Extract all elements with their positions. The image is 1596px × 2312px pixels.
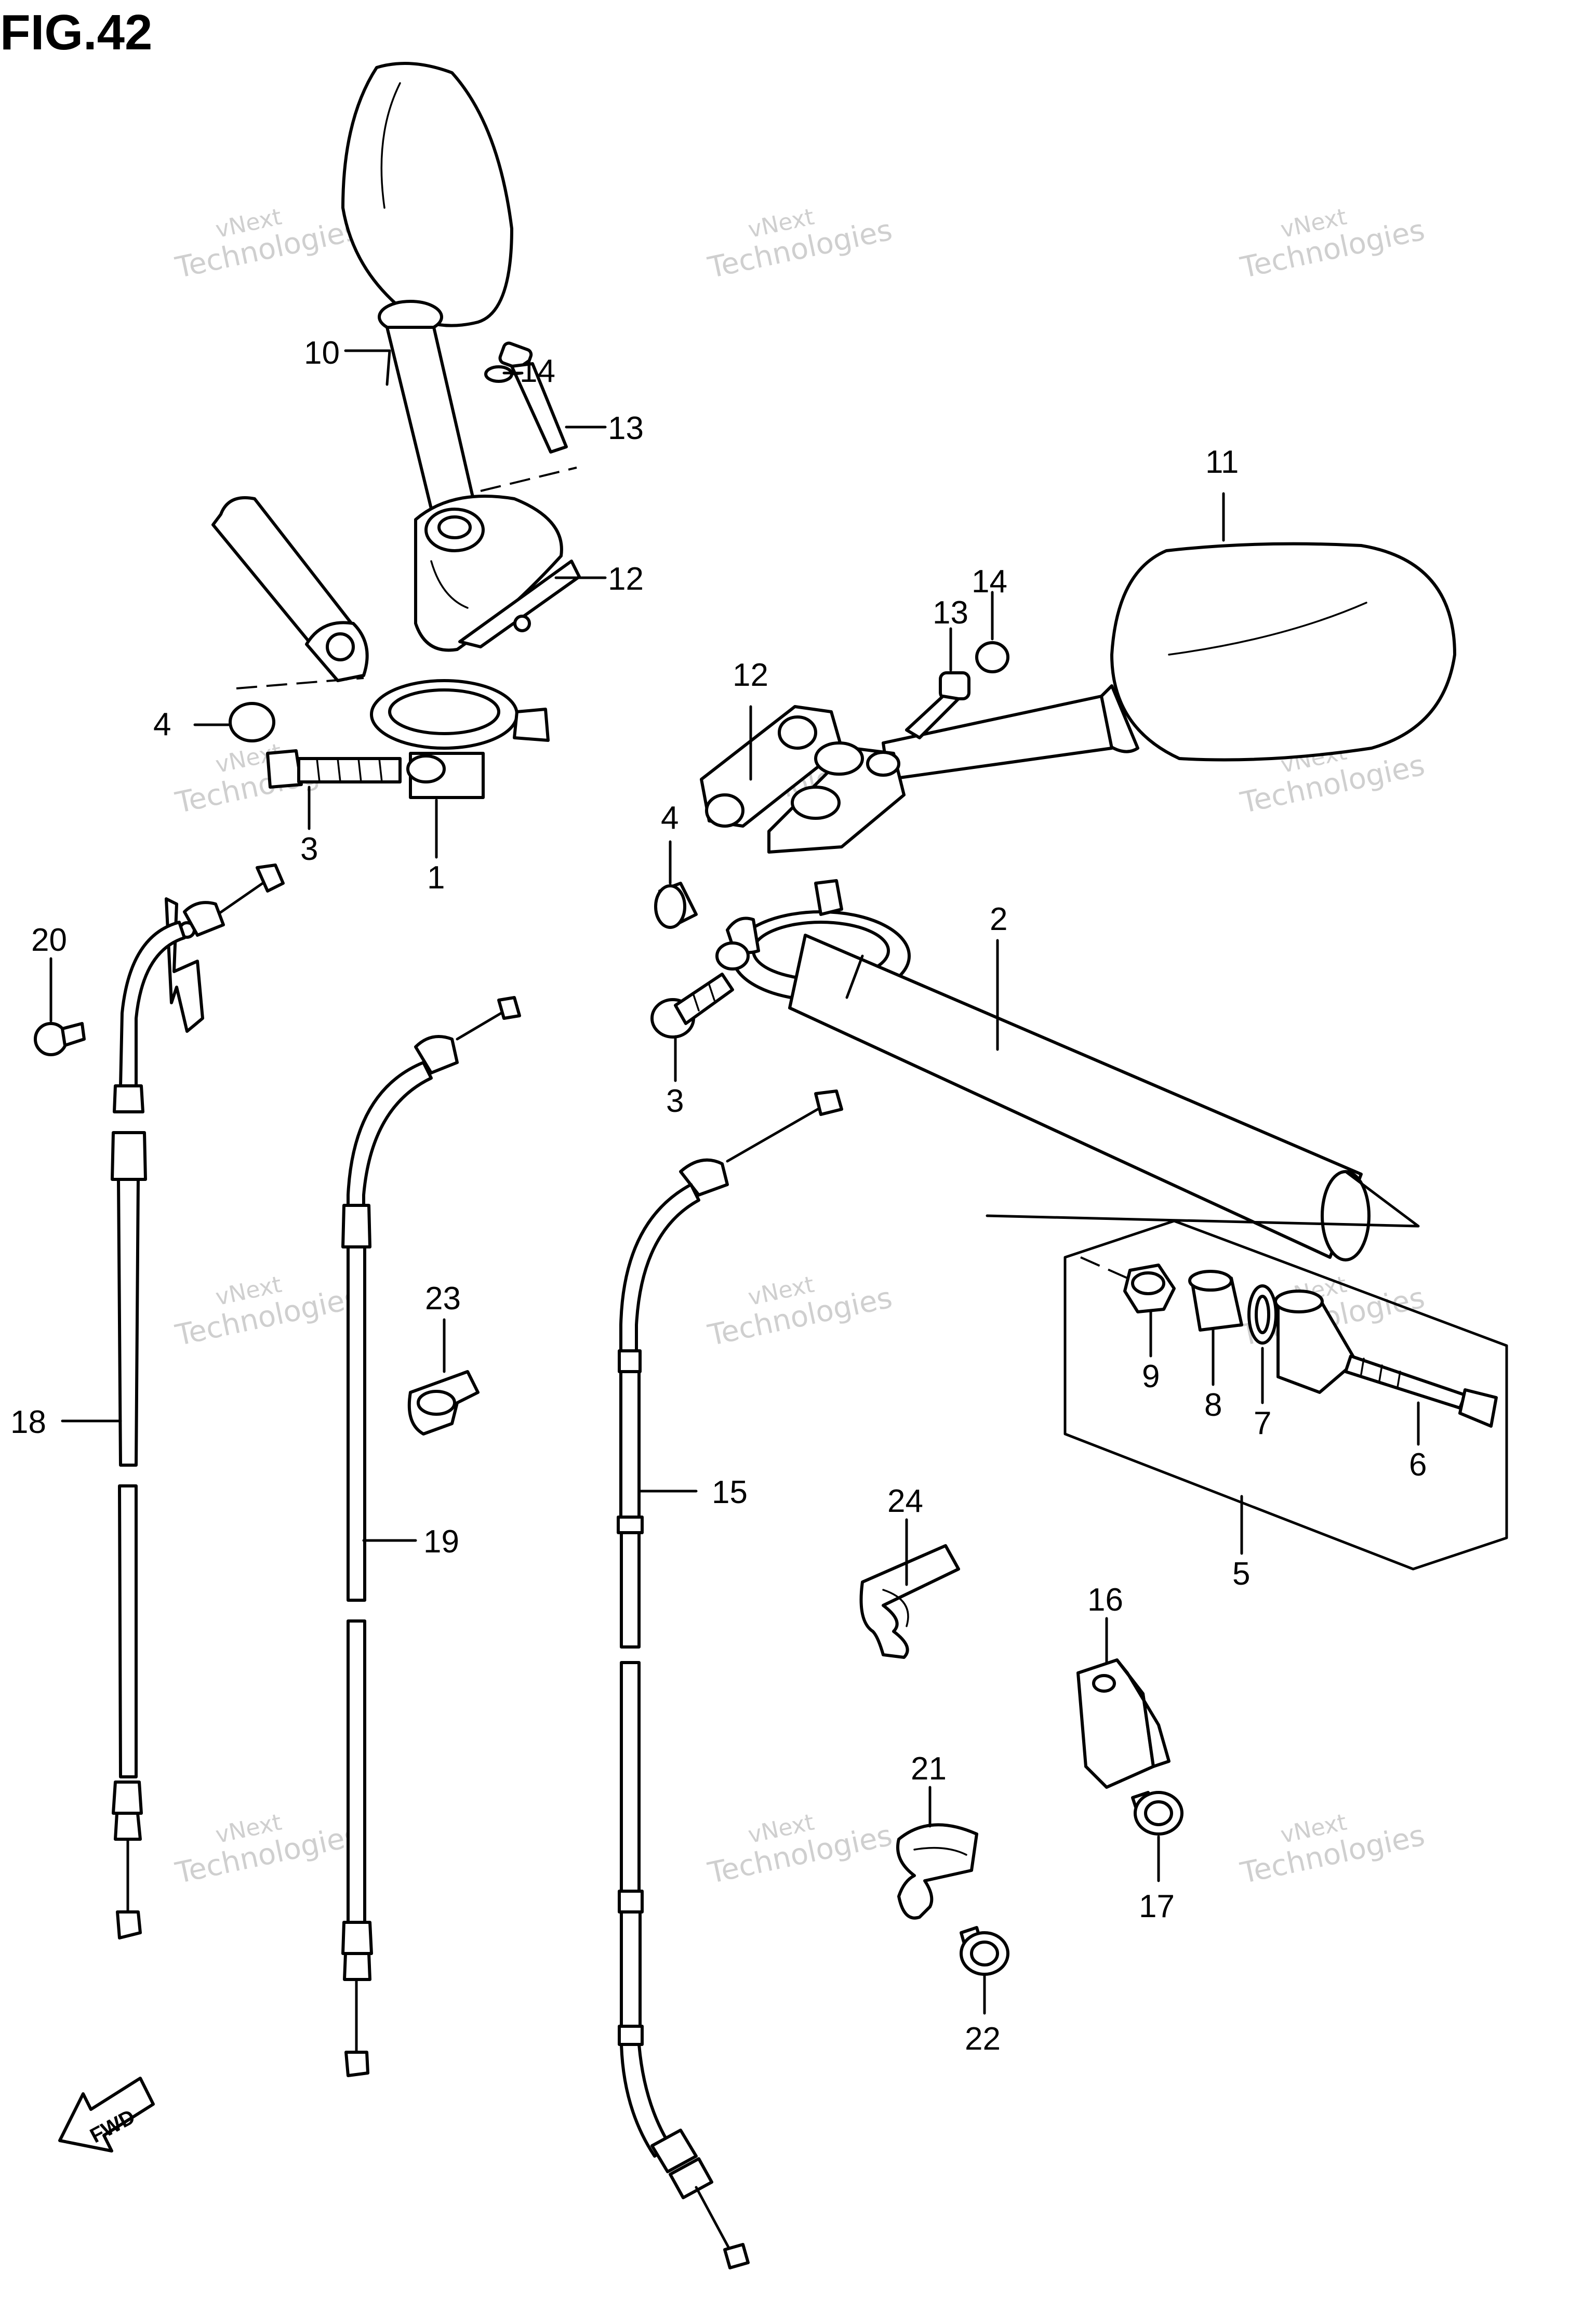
callout-17: 17 [1139, 1889, 1175, 1924]
forward-arrow: FWD [58, 2077, 155, 2152]
callout-15: 15 [712, 1474, 748, 1510]
callout-7: 7 [1254, 1405, 1271, 1441]
callout-22: 22 [965, 2021, 1001, 2057]
right-mirror-bolt [905, 671, 970, 739]
cable-18 [111, 863, 285, 1939]
callout-24: 24 [887, 1483, 923, 1519]
callout-6: 6 [1409, 1447, 1427, 1483]
callout-13-left: 13 [608, 410, 644, 446]
left-grip-assembly [211, 496, 550, 799]
left-mirror-bolt [498, 341, 568, 454]
callout-21: 21 [911, 1751, 947, 1787]
left-mirror-mount [458, 560, 581, 648]
callout-19: 19 [423, 1524, 459, 1560]
callout-14-left: 14 [520, 353, 555, 389]
right-mirror [882, 542, 1456, 781]
bar-end-ring [1247, 1284, 1278, 1345]
callout-11: 11 [1205, 444, 1239, 480]
bar-end-screw [1344, 1354, 1498, 1428]
bar-end-spacer [1188, 1270, 1243, 1332]
callout-23: 23 [425, 1281, 461, 1317]
left-mirror [341, 62, 577, 652]
bar-end-nut [1080, 1256, 1176, 1313]
callout-4-left: 4 [153, 707, 171, 742]
left-end-cap [229, 702, 275, 742]
leader-lines [49, 349, 1420, 2015]
callout-12-right: 12 [733, 657, 768, 693]
callout-14-right: 14 [972, 564, 1007, 600]
right-washer [975, 641, 1009, 673]
right-end-cap [654, 882, 698, 929]
callout-18: 18 [10, 1404, 46, 1440]
bar-end-weight-kit [1063, 1219, 1508, 1571]
bracket-16 [1076, 1658, 1171, 1789]
callout-20: 20 [31, 922, 67, 958]
right-clamp-bolt [650, 973, 734, 1039]
callout-9: 9 [1142, 1359, 1160, 1394]
bar-end-weight [1274, 1290, 1358, 1394]
callout-10: 10 [304, 335, 340, 371]
callout-labels: 10 14 13 12 4 3 1 11 14 13 12 4 2 3 9 8 … [10, 335, 1427, 2057]
callout-4-right: 4 [661, 800, 679, 836]
callout-1: 1 [427, 860, 445, 896]
figure-title: FIG.42 [0, 5, 152, 60]
cable-clip-23 [407, 1370, 480, 1436]
callout-8: 8 [1204, 1387, 1222, 1423]
right-handlebar [715, 879, 1420, 1261]
clip-24 [859, 1544, 960, 1659]
right-mirror-mount [700, 705, 906, 854]
screw-22 [960, 1926, 1009, 1976]
callout-12-left: 12 [608, 561, 644, 597]
screw-17 [1131, 1791, 1183, 1836]
cable-15 [617, 1089, 843, 2269]
callout-3-right: 3 [666, 1083, 684, 1119]
callout-16: 16 [1087, 1582, 1123, 1618]
screw-20 [34, 1022, 86, 1056]
clip-21 [896, 1823, 978, 1920]
cable-19 [341, 996, 521, 2077]
callout-3-left: 3 [300, 831, 318, 867]
callout-5: 5 [1232, 1556, 1250, 1592]
left-clamp-bolt [266, 749, 402, 789]
callout-13-right: 13 [933, 595, 968, 631]
callout-2: 2 [990, 901, 1007, 937]
